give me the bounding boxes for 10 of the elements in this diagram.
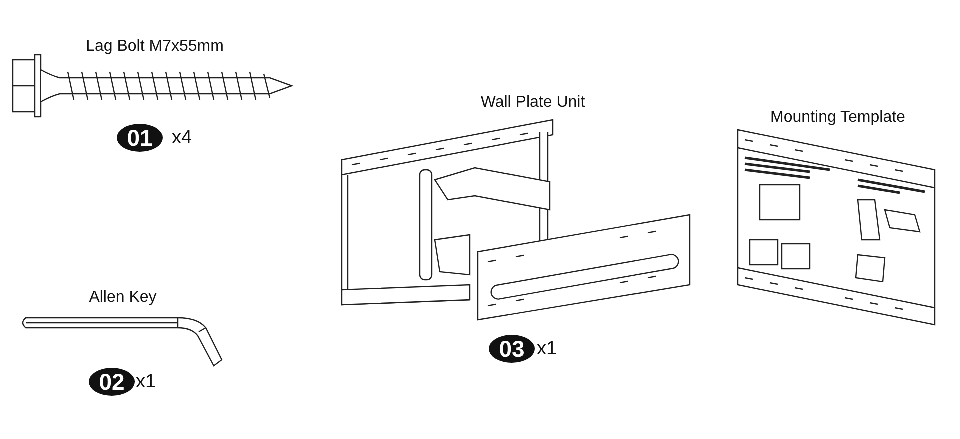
- quantity-label: x1: [136, 372, 156, 392]
- quantity-label: x1: [537, 340, 558, 358]
- callout-number: 03: [489, 335, 535, 363]
- part-name: Mounting Template: [770, 110, 906, 126]
- part-name: Allen Key: [89, 290, 157, 306]
- callout-number: 01: [117, 124, 163, 152]
- quantity-label: x4: [172, 128, 192, 148]
- part-name: Lag Bolt M7x55mm: [86, 39, 224, 55]
- part-name: Wall Plate Unit: [480, 95, 586, 111]
- callout-number: 02: [89, 368, 135, 396]
